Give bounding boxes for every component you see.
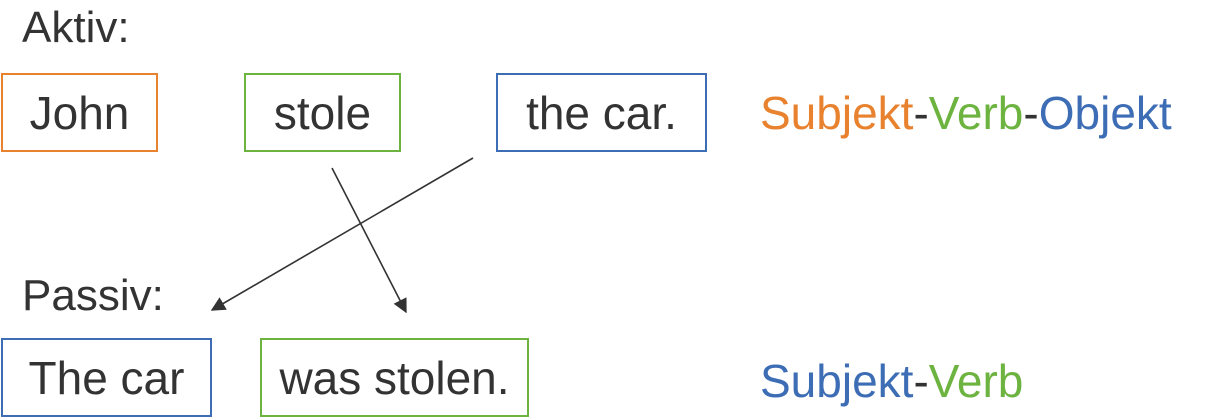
active-verb-text: stole (273, 86, 372, 139)
arrow-verb-to-verb (331, 167, 407, 314)
legend-subjekt: Subjekt (760, 87, 914, 139)
legend-subjekt: Subjekt (760, 355, 914, 407)
active-label: Aktiv: (22, 3, 130, 52)
passive-verb-text: was stolen. (279, 351, 510, 404)
legend-dash: - (1023, 87, 1039, 139)
legend-objekt: Objekt (1038, 87, 1172, 139)
passive-verb-box: was stolen. (260, 338, 529, 417)
active-object-text: the car. (526, 86, 677, 139)
legend-dash: - (913, 355, 929, 407)
passive-subject-text: The car (28, 351, 185, 404)
legend-dash: - (913, 87, 929, 139)
active-subject-text: John (29, 86, 130, 139)
passive-subject-box: The car (1, 338, 212, 417)
passive-legend: Subjekt-Verb (760, 358, 1023, 404)
active-object-box: the car. (496, 73, 707, 152)
legend-verb: Verb (928, 87, 1024, 139)
legend-verb: Verb (928, 355, 1024, 407)
active-verb-box: stole (244, 73, 401, 152)
arrow-object-to-subject (210, 157, 474, 311)
active-legend: Subjekt-Verb-Objekt (760, 90, 1172, 136)
active-subject-box: John (1, 73, 158, 152)
passive-label: Passiv: (22, 271, 164, 320)
